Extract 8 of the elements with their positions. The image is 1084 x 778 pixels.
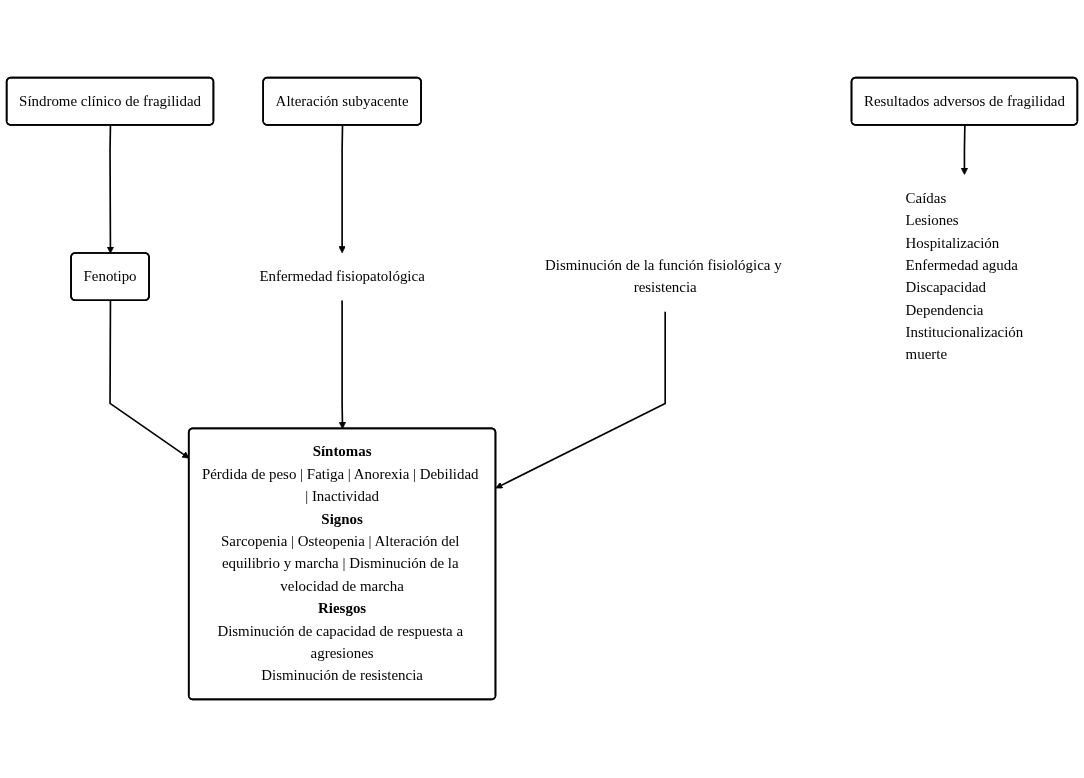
arrow	[960, 124, 969, 176]
node-text: Caídas Lesiones Hospitalización Enfermedad aguda Discapacidad Dependencia Institucionalización muerte	[905, 190, 1024, 364]
node-text: Disminución de la función fisiológica y resistencia	[544, 257, 782, 297]
arrow	[338, 124, 346, 254]
arrow	[338, 299, 347, 430]
node-text: Enfermedad fisiopatológica	[259, 268, 425, 285]
arrow	[495, 311, 666, 489]
arrow	[106, 124, 115, 255]
